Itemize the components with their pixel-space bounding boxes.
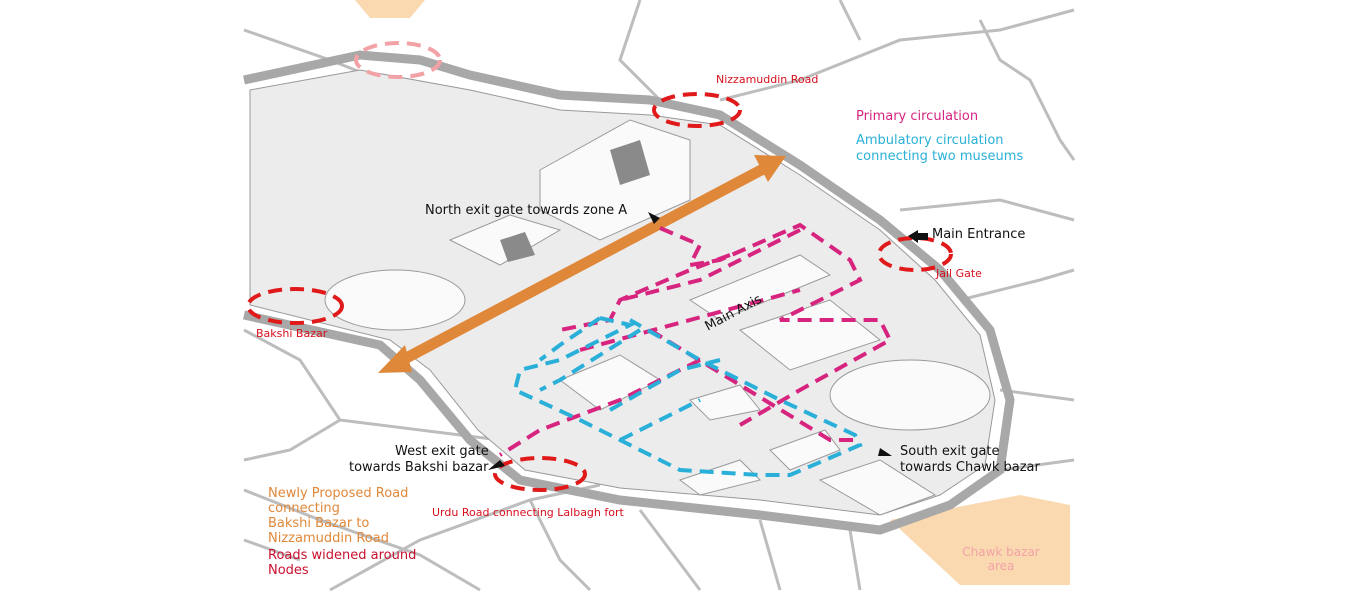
legend-widened-line1: Roads widened around bbox=[268, 548, 417, 563]
south-exit-gate-line1: South exit gate bbox=[900, 444, 1000, 459]
ring-road bbox=[243, 50, 1015, 535]
legend-ambulatory-line1: Ambulatory circulation bbox=[856, 133, 1004, 148]
west-exit-gate-line2: towards Bakshi bazar bbox=[349, 460, 489, 475]
legend-primary-circulation: Primary circulation bbox=[856, 109, 979, 124]
dark-roofs bbox=[500, 140, 650, 262]
legend-new-road-line1: Newly Proposed Road bbox=[268, 486, 409, 501]
widened-road-nodes bbox=[246, 41, 953, 492]
ambulatory-circulation-path bbox=[512, 316, 863, 477]
north-exit-gate-label: North exit gate towards zone A bbox=[425, 203, 628, 218]
jail-gate-label: Jail Gate bbox=[936, 267, 982, 280]
urdu-road-label: Urdu Road connecting Lalbagh fort bbox=[432, 506, 624, 519]
top-area bbox=[355, 0, 425, 18]
chawk-bazar-label: Chawk bazar area bbox=[946, 545, 1056, 574]
site-area bbox=[249, 69, 996, 516]
chawk-bazar-line2: area bbox=[987, 558, 1015, 573]
buildings bbox=[324, 119, 991, 516]
legend-ambulatory-line2: connecting two museums bbox=[856, 149, 1024, 164]
south-exit-gate-line2: towards Chawk bazar bbox=[900, 460, 1040, 475]
chawk-bazar-area bbox=[890, 495, 1070, 585]
gate-arrows bbox=[488, 212, 928, 470]
legend-widened-line2: Nodes bbox=[268, 563, 309, 578]
legend-new-road-line4: Nizzamuddin Road bbox=[268, 531, 389, 546]
main-entrance-label: Main Entrance bbox=[932, 227, 1026, 242]
west-exit-gate-line1: West exit gate bbox=[395, 444, 489, 459]
nizzamuddin-road-label: Nizzamuddin Road bbox=[716, 73, 819, 86]
main-axis-arrow bbox=[378, 155, 786, 373]
chawk-bazar-line1: Chawk bazar bbox=[962, 545, 1040, 559]
legend-new-road-line3: Bakshi Bazar to bbox=[268, 516, 370, 531]
surrounding-roads bbox=[243, 0, 1076, 592]
bakshi-bazar-label: Bakshi Bazar bbox=[256, 327, 328, 340]
primary-circulation-path bbox=[498, 222, 893, 457]
legend-new-road-line2: connecting bbox=[268, 501, 340, 516]
